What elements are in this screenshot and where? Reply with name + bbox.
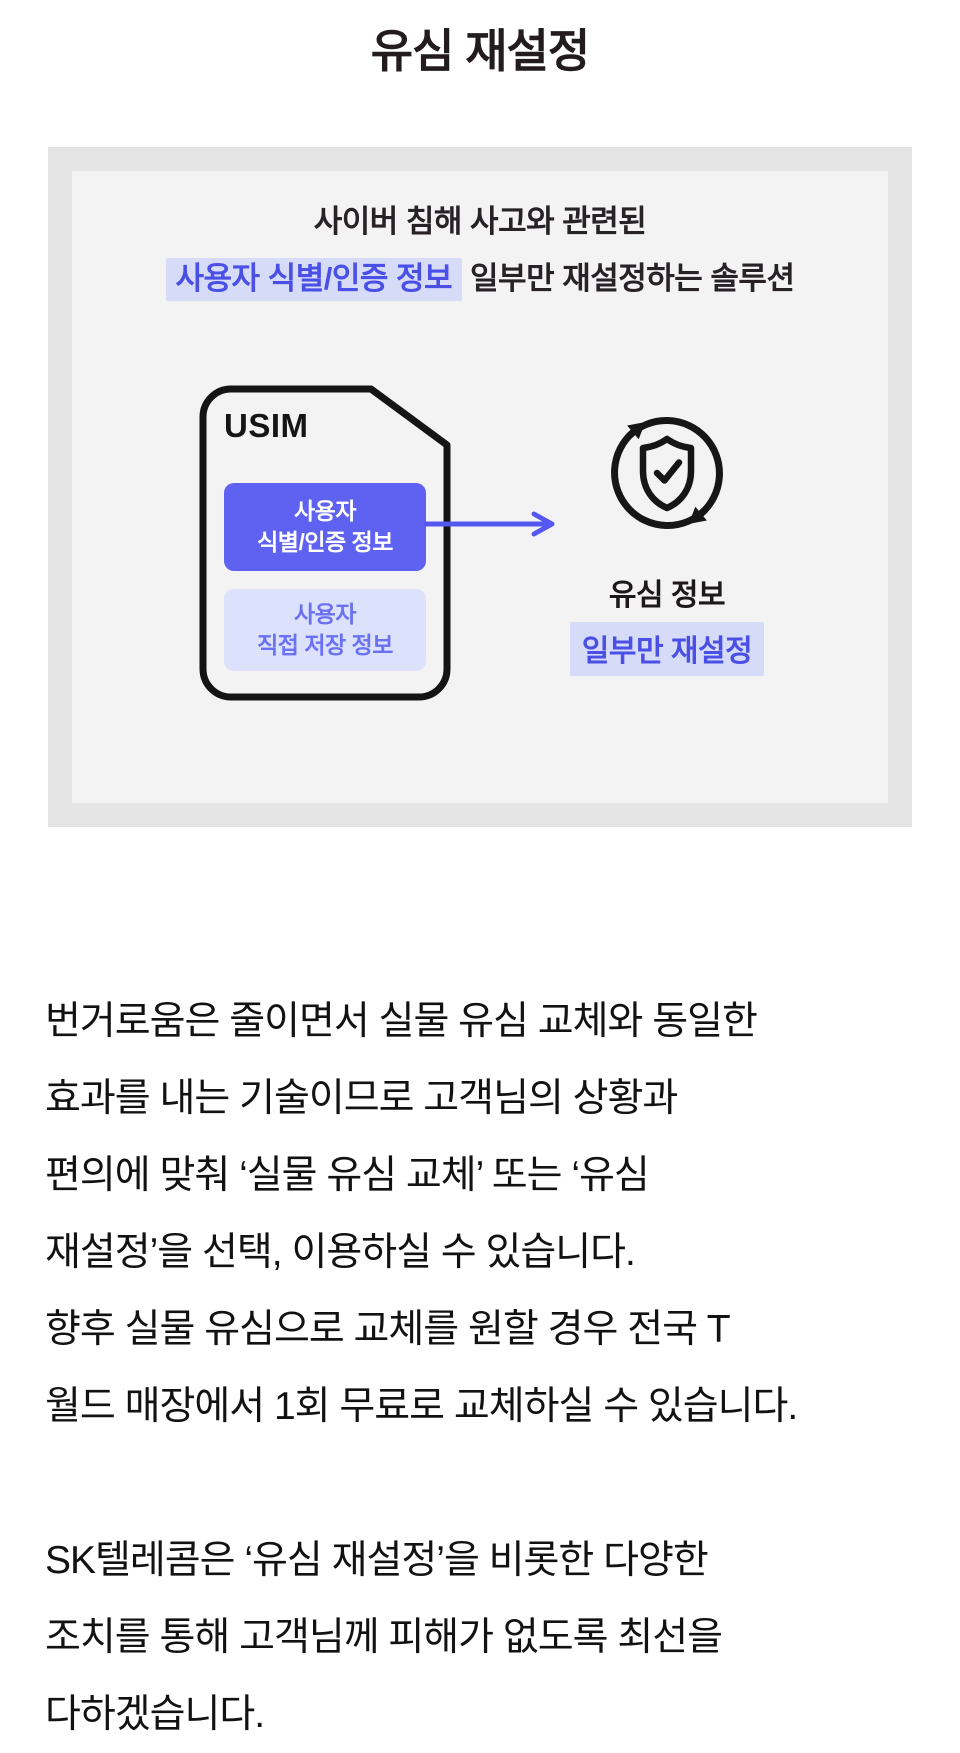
paragraph-2-line: 다하겠습니다. — [45, 1693, 265, 1736]
result-highlight: 일부만 재설정 — [569, 622, 765, 676]
paragraph-2: SK텔레콤은 ‘유심 재설정’을 비롯한 다양한 조치를 통해 고객님께 피해가… — [45, 1522, 915, 1753]
heading-highlight: 사용자 식별/인증 정보 — [165, 258, 463, 301]
paragraph-1-line: 월드 매장에서 1회 무료로 교체하실 수 있습니다. — [45, 1385, 798, 1428]
auth-info-box: 사용자 식별/인증 정보 — [224, 483, 426, 571]
storage-info-line1: 사용자 — [294, 601, 356, 627]
usim-card: USIM 사용자 식별/인증 정보 사용자 직접 저장 정보 — [199, 385, 451, 701]
paragraph-1-line: 번거로움은 줄이면서 실물 유심 교체와 동일한 — [45, 1000, 758, 1043]
paragraph-1-line: 효과를 내는 기술이므로 고객님의 상황과 — [45, 1077, 678, 1120]
usim-card-label: USIM — [224, 407, 309, 444]
paragraph-1-line: 향후 실물 유심으로 교체를 원할 경우 전국 T — [45, 1308, 731, 1351]
page-title: 유심 재설정 — [370, 25, 590, 77]
usim-diagram: USIM 사용자 식별/인증 정보 사용자 직접 저장 정보 — [72, 385, 888, 701]
paragraph-1: 번거로움은 줄이면서 실물 유심 교체와 동일한 효과를 내는 기술이므로 고객… — [45, 983, 915, 1445]
auth-info-line1: 사용자 — [294, 498, 356, 524]
paragraph-1-line: 편의에 맞춰 ‘실물 유심 교체’ 또는 ‘유심 — [45, 1154, 650, 1197]
result-column: 유심 정보 일부만 재설정 — [542, 409, 792, 676]
storage-info-box: 사용자 직접 저장 정보 — [224, 589, 426, 671]
paragraph-2-line: SK텔레콤은 ‘유심 재설정’을 비롯한 다양한 — [45, 1539, 709, 1582]
result-title: 유심 정보 — [608, 579, 726, 612]
paragraph-1-line: 재설정’을 선택, 이용하실 수 있습니다. — [45, 1231, 636, 1274]
paragraph-2-line: 조치를 통해 고객님께 피해가 없도록 최선을 — [45, 1616, 723, 1659]
arrow-right-icon — [423, 511, 564, 537]
usim-card-outline — [199, 385, 451, 701]
auth-info-line2: 식별/인증 정보 — [257, 529, 393, 555]
heading-rest: 일부만 재설정하는 솔루션 — [470, 261, 795, 296]
body-text: 번거로움은 줄이면서 실물 유심 교체와 동일한 효과를 내는 기술이므로 고객… — [45, 983, 915, 1753]
infographic-heading-line1: 사이버 침해 사고와 관련된 — [313, 204, 647, 239]
storage-info-line2: 직접 저장 정보 — [257, 632, 393, 658]
shield-refresh-icon — [601, 409, 733, 546]
